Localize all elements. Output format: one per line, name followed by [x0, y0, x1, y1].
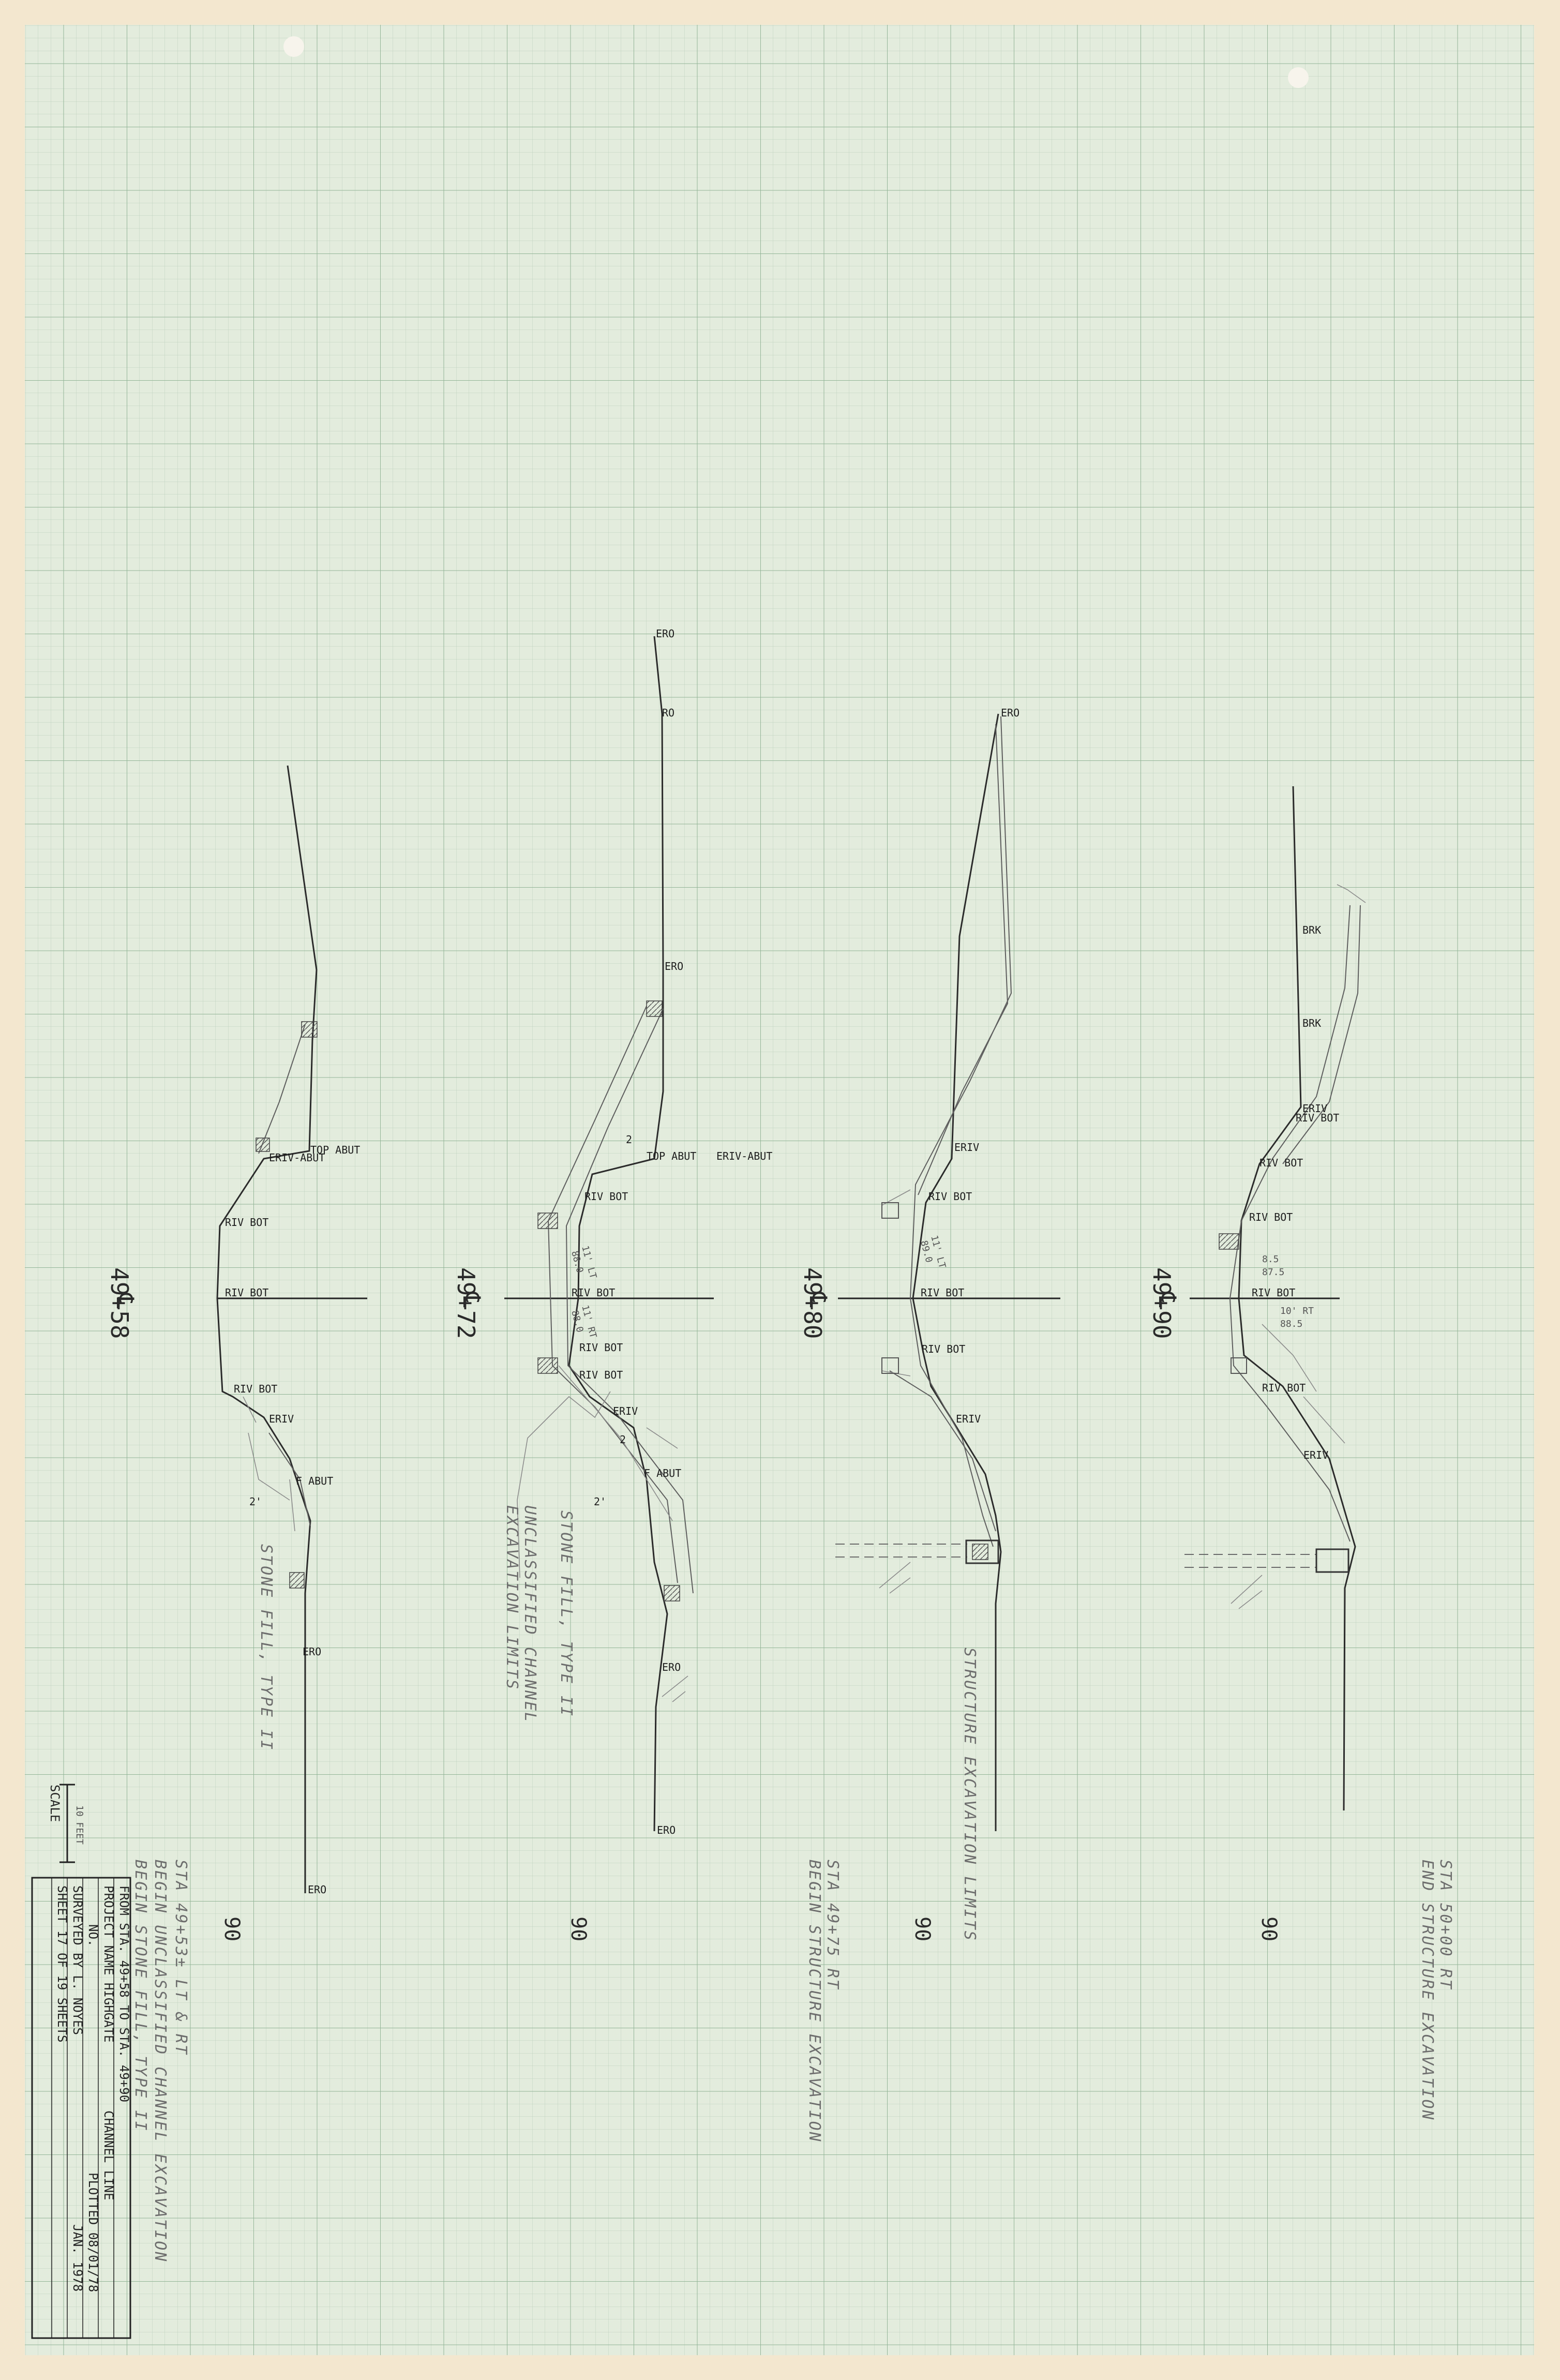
- note-stone-fill: STONE FILL, TYPE II: [257, 1544, 275, 1751]
- note-begin-structure: BEGIN STRUCTURE EXCAVATION: [805, 1860, 823, 2143]
- note-begin-stone-fill: BEGIN STONE FILL, TYPE II: [131, 1860, 149, 2132]
- label-riv-bot: RIV BOT: [225, 1286, 268, 1299]
- label-dim: 10' RT: [1280, 1306, 1314, 1316]
- label-ro: RO: [662, 707, 674, 719]
- label-ero: ERO: [308, 1883, 326, 1896]
- title-number: NO.: [86, 1924, 100, 1947]
- note-unclassified: UNCLASSIFIED CHANNEL: [521, 1505, 539, 1723]
- label-riv-bot: RIV BOT: [1249, 1211, 1293, 1223]
- label-ero: ERO: [665, 960, 683, 972]
- label-f-abut: F ABUT: [644, 1467, 681, 1479]
- label-riv-bot: RIV BOT: [1262, 1382, 1306, 1394]
- label-brk: BRK: [1302, 924, 1321, 936]
- title-surveyed-by: SURVEYED BY L. NOYES: [70, 1885, 85, 2035]
- note-structure-excavation: STRUCTURE EXCAVATION LIMITS: [961, 1648, 979, 1942]
- svg-text:℄: ℄: [804, 1292, 832, 1308]
- label-brk: BRK: [1302, 1017, 1321, 1029]
- label-slope: 2': [249, 1495, 262, 1508]
- label-riv-bot: RIV BOT: [1259, 1157, 1303, 1169]
- label-riv-bot: RIV BOT: [1252, 1286, 1295, 1299]
- label-top-abut: TOP ABUT: [647, 1150, 696, 1162]
- label-eriv: ERIV: [954, 1141, 979, 1154]
- label-slope: 2: [620, 1433, 626, 1446]
- label-riv-bot: RIV BOT: [584, 1190, 628, 1203]
- label-riv-bot: RIV BOT: [579, 1341, 623, 1354]
- note-excavation-limits: EXCAVATION LIMITS: [503, 1505, 521, 1690]
- scale-bar: SCALE 10 FEET: [48, 1784, 85, 1863]
- label-ero: ERO: [656, 627, 674, 640]
- svg-text:℄: ℄: [458, 1292, 486, 1308]
- label-riv-bot: RIV BOT: [922, 1343, 965, 1355]
- label-eriv: ERIV: [269, 1413, 294, 1425]
- elevation-label: 90: [220, 1917, 244, 1941]
- title-plotted: PLOTTED 08/01/78: [86, 2173, 100, 2292]
- label-f-abut: F ABUT: [296, 1475, 333, 1487]
- title-project-name: PROJECT NAME HIGHGATE: [101, 1885, 116, 2042]
- station-label: 49+72: [452, 1267, 480, 1339]
- label-eriv: ERIV: [1303, 1449, 1328, 1461]
- section-49-58: 49+58 ℄ TOP ABUT ERIV-ABUT RIV BOT RIV B…: [106, 765, 367, 2263]
- label-ero: ERO: [303, 1645, 321, 1658]
- scale-value: 10 FEET: [74, 1805, 85, 1845]
- label-ero: ERO: [657, 1824, 676, 1836]
- section-49-80: 49+80 ℄ ERO ERIV RIV BOT 11' LT 89.0 RIV…: [799, 707, 1060, 2143]
- label-riv-bot: RIV BOT: [1296, 1112, 1339, 1124]
- punch-hole-right: [1288, 67, 1309, 88]
- section-49-72: 49+72 ℄ ERO RO ERO TOP ABUT ERIV-ABUT 2 …: [452, 627, 772, 1941]
- title-block: FROM STA. 49+58 TO STA. 49+90 PROJECT NA…: [31, 1877, 131, 2339]
- graph-grid: [25, 25, 1534, 2355]
- label-dim: 87.5: [1262, 1267, 1284, 1278]
- label-eriv-abut: ERIV-ABUT: [269, 1151, 325, 1164]
- scale-label: SCALE: [48, 1785, 62, 1822]
- title-sheet-number: SHEET 17 OF 19 SHEETS: [55, 1885, 69, 2042]
- label-dim: 88.5: [1280, 1319, 1302, 1329]
- label-riv-bot: RIV BOT: [572, 1286, 615, 1299]
- label-eriv: ERIV: [1302, 1102, 1327, 1115]
- label-riv-bot: RIV BOT: [928, 1190, 972, 1203]
- label-eriv-abut: ERIV-ABUT: [716, 1150, 772, 1162]
- label-ero: ERO: [662, 1661, 681, 1673]
- label-riv-bot: RIV BOT: [234, 1383, 277, 1395]
- label-ero: ERO: [1001, 707, 1019, 719]
- title-date: JAN. 1978: [70, 2224, 85, 2292]
- note-sta: STA 49+53± LT & RT: [172, 1860, 190, 2056]
- note-begin-unclassified: BEGIN UNCLASSIFIED CHANNEL EXCAVATION: [151, 1860, 169, 2263]
- note-end-structure: END STRUCTURE EXCAVATION: [1418, 1860, 1436, 2121]
- title-from-to: FROM STA. 49+58 TO STA. 49+90: [117, 1885, 131, 2102]
- svg-text:℄: ℄: [1153, 1292, 1181, 1308]
- note-stone-fill: STONE FILL, TYPE II: [557, 1510, 575, 1717]
- label-eriv: ERIV: [613, 1405, 638, 1417]
- svg-text:℄: ℄: [111, 1293, 139, 1309]
- label-riv-bot: RIV BOT: [225, 1216, 268, 1229]
- label-slope: 2': [594, 1495, 606, 1508]
- label-dim: 8.5: [1262, 1254, 1279, 1265]
- label-riv-bot: RIV BOT: [579, 1369, 623, 1381]
- elevation-label: 90: [566, 1917, 590, 1941]
- label-eriv: ERIV: [956, 1413, 981, 1425]
- label-top-abut: TOP ABUT: [310, 1144, 360, 1156]
- note-sta: STA 50+00 RT: [1436, 1860, 1454, 1990]
- elevation-label: 90: [1257, 1917, 1281, 1941]
- title-channel-line: CHANNEL LINE: [101, 2110, 116, 2200]
- station-label: 49+90: [1148, 1267, 1176, 1339]
- station-label: 49+80: [799, 1267, 827, 1339]
- label-riv-bot: RIV BOT: [921, 1286, 964, 1299]
- station-label: 49+58: [106, 1267, 133, 1339]
- section-49-90: 49+90 ℄ BRK BRK ERIV RIV BOT RIV BOT RIV…: [1148, 786, 1454, 2121]
- label-slope: 2: [626, 1133, 632, 1146]
- elevation-label: 90: [910, 1917, 934, 1941]
- punch-hole-left: [283, 36, 304, 57]
- note-sta: STA 49+75 RT: [823, 1860, 842, 1990]
